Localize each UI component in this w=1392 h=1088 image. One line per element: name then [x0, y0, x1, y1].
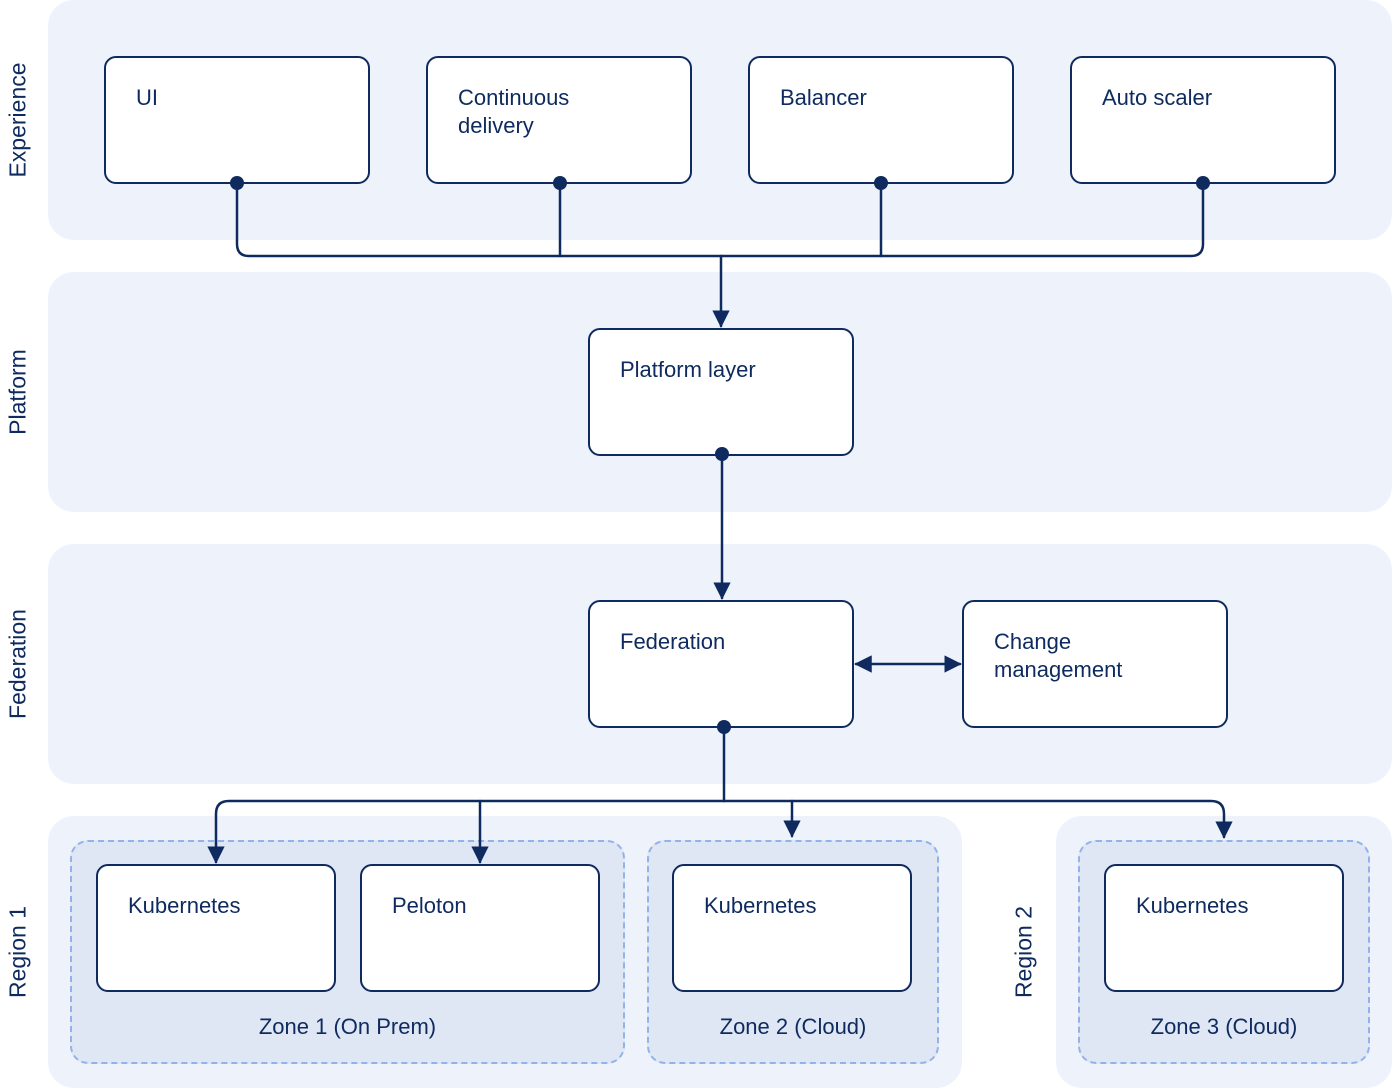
balancer-box-label: Balancer [780, 85, 867, 110]
change-management-box: Change management [962, 600, 1228, 728]
continuous-delivery-label-line1: Continuous [458, 85, 570, 110]
zone-3-label: Zone 3 (Cloud) [1150, 1014, 1298, 1039]
zone-2-label: Zone 2 (Cloud) [719, 1014, 867, 1039]
zone-3-kubernetes-box: Kubernetes [1104, 864, 1344, 992]
auto-scaler-box-label: Auto scaler [1102, 85, 1213, 110]
continuous-delivery-connector-dot [553, 176, 567, 190]
balancer-connector-dot [874, 176, 888, 190]
zone-2-kubernetes-label: Kubernetes [704, 893, 817, 918]
federation-box-label: Federation [620, 629, 726, 654]
platform-connector-dot [715, 447, 729, 461]
platform-layer-box-label: Platform layer [620, 357, 756, 382]
zone-1-kubernetes-box: Kubernetes [96, 864, 336, 992]
balancer-box: Balancer [748, 56, 1014, 184]
ui-box-label: UI [136, 85, 158, 110]
federation-connector-dot [717, 720, 731, 734]
continuous-delivery-label-line2: delivery [458, 113, 534, 138]
zone-1-peloton-label: Peloton [392, 893, 467, 918]
zone-1-kubernetes-label: Kubernetes [128, 893, 241, 918]
zone-2-kubernetes-box: Kubernetes [672, 864, 912, 992]
zone-1-peloton-box: Peloton [360, 864, 600, 992]
ui-connector-dot [230, 176, 244, 190]
ui-connector [235, 181, 723, 258]
auto-scaler-box: Auto scaler [1070, 56, 1336, 184]
zone-1-label: Zone 1 (On Prem) [258, 1014, 437, 1039]
change-management-label-line2: management [994, 657, 1123, 682]
auto-scaler-connector [719, 181, 1205, 258]
zone-3-kubernetes-label: Kubernetes [1136, 893, 1249, 918]
zone-3-kubernetes-arrow [722, 799, 1233, 839]
auto-scaler-connector-dot [1196, 176, 1210, 190]
zone-1-kubernetes-arrow [207, 799, 726, 864]
platform-layer-box: Platform layer [588, 328, 854, 456]
change-management-label-line1: Change [994, 629, 1072, 654]
